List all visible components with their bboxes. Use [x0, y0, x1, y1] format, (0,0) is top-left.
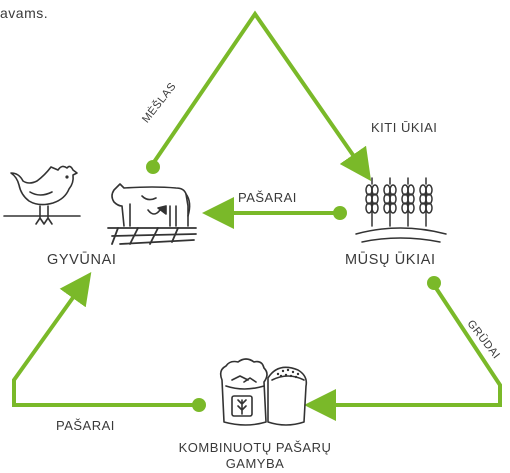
arrow-feed-bottom: [12, 271, 196, 407]
node-label-animals: GYVŪNAI: [47, 252, 117, 268]
arrow-feed-top-start-dot: [333, 206, 347, 220]
node-label-farms: MŪSŲ ŪKIAI: [345, 252, 436, 268]
arrow-grain: [304, 283, 502, 421]
wheat-icon: [355, 177, 447, 243]
node-label-feed-production-line1: KOMBINUOTŲ PAŠARŲ: [178, 440, 332, 455]
edge-label-feed-bottom: PAŠARAI: [56, 418, 115, 433]
arrow-feed-bottom-start-dot: [192, 398, 206, 412]
top-cutoff-text: avams.: [0, 5, 49, 21]
hen-icon: [3, 165, 81, 225]
arrow-manure-start-dot: [146, 160, 160, 174]
feed-bags-icon: [219, 358, 308, 426]
node-label-feed-production-line2: GAMYBA: [225, 456, 285, 471]
arrow-manure: [150, 10, 372, 182]
arrow-grain-start-dot: [427, 276, 441, 290]
edge-label-feed-top: PAŠARAI: [238, 190, 297, 205]
edge-label-other-farms: KITI ŪKIAI: [371, 120, 438, 135]
field-ground-icon: [107, 227, 197, 245]
cow-icon: [111, 183, 191, 227]
